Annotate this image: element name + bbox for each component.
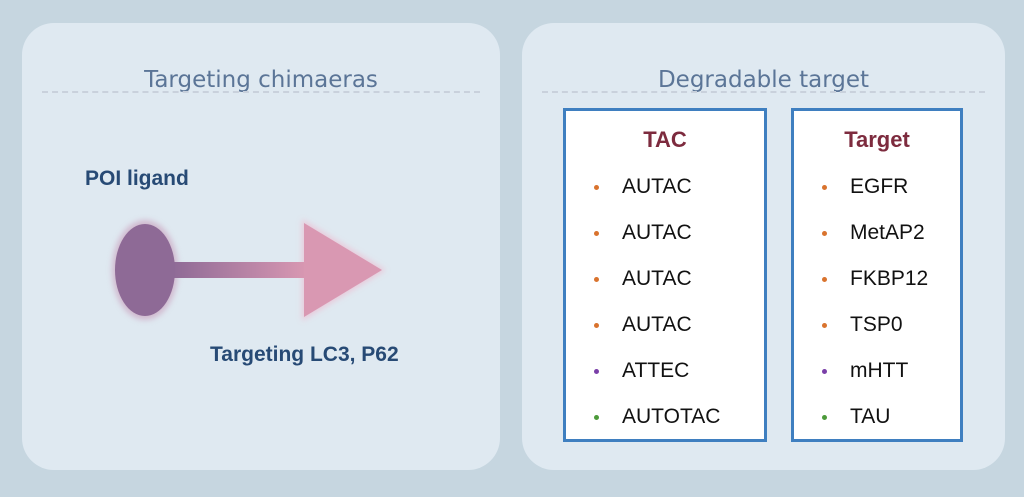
bullet-icon: [822, 277, 827, 282]
linker-bar: [172, 262, 307, 278]
bullet-icon: [822, 369, 827, 374]
item-label: ATTEC: [622, 359, 690, 382]
targeting-chimaeras-panel: Targeting chimaeras POI ligand Targeting…: [22, 23, 500, 470]
targeting-lc3-p62-label: Targeting LC3, P62: [210, 343, 399, 366]
item-label: MetAP2: [850, 221, 925, 244]
panel-title: Targeting chimaeras: [144, 67, 378, 93]
bullet-icon: [822, 185, 827, 190]
target-header: Target: [844, 127, 910, 152]
bullet-icon: [594, 415, 599, 420]
item-label: AUTAC: [622, 175, 692, 198]
poi-ligand-ellipse: [115, 224, 175, 316]
bullet-icon: [822, 415, 827, 420]
bullet-icon: [594, 231, 599, 236]
tac-box: TAC AUTAC AUTAC AUTAC AUTAC ATTEC AUTOTAC: [563, 108, 767, 442]
item-label: AUTOTAC: [622, 405, 721, 428]
item-label: TAU: [850, 405, 891, 428]
poi-ligand-label: POI ligand: [85, 167, 189, 190]
item-label: mHTT: [850, 359, 909, 382]
bullet-icon: [594, 323, 599, 328]
bullet-icon: [822, 323, 827, 328]
item-label: FKBP12: [850, 267, 929, 290]
tac-header: TAC: [643, 127, 687, 152]
item-label: AUTAC: [622, 313, 692, 336]
panel-title: Degradable target: [657, 67, 870, 93]
divider: [42, 91, 480, 93]
item-label: EGFR: [850, 175, 909, 198]
bullet-icon: [594, 369, 599, 374]
item-label: AUTAC: [622, 221, 692, 244]
item-label: TSP0: [850, 313, 903, 336]
bullet-icon: [822, 231, 827, 236]
item-label: AUTAC: [622, 267, 692, 290]
arrow-head: [304, 223, 382, 317]
divider: [542, 91, 985, 93]
bullet-icon: [594, 185, 599, 190]
chimaera-arrow-diagram: [112, 219, 386, 321]
bullet-icon: [594, 277, 599, 282]
degradable-target-panel: Degradable target TAC AUTAC AUTAC AUTAC AUT…: [522, 23, 1005, 470]
